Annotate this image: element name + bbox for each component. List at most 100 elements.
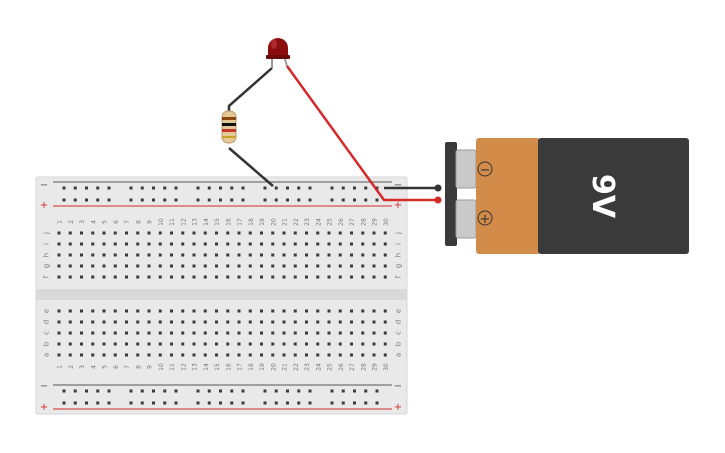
terminal-hole[interactable]	[338, 242, 342, 246]
terminal-hole[interactable]	[282, 253, 286, 257]
bottom-rail-minus-hole[interactable]	[196, 389, 200, 393]
terminal-hole[interactable]	[372, 331, 376, 335]
terminal-hole[interactable]	[102, 231, 106, 235]
top-rail-plus-hole[interactable]	[341, 198, 345, 202]
terminal-hole[interactable]	[282, 231, 286, 235]
terminal-hole[interactable]	[350, 320, 353, 324]
terminal-hole[interactable]	[192, 342, 196, 346]
bottom-rail-plus-hole[interactable]	[62, 401, 66, 405]
terminal-hole[interactable]	[338, 253, 342, 257]
bottom-rail-minus-hole[interactable]	[140, 389, 144, 393]
terminal-hole[interactable]	[305, 353, 308, 357]
bottom-rail-minus-hole[interactable]	[297, 389, 301, 393]
terminal-hole[interactable]	[237, 275, 241, 279]
terminal-hole[interactable]	[316, 231, 320, 235]
terminal-hole[interactable]	[260, 253, 263, 257]
terminal-hole[interactable]	[57, 353, 61, 357]
bottom-rail-plus-hole[interactable]	[263, 401, 267, 405]
bottom-rail-minus-hole[interactable]	[85, 389, 88, 393]
terminal-hole[interactable]	[293, 342, 297, 346]
terminal-hole[interactable]	[293, 264, 297, 268]
bottom-rail-plus-hole[interactable]	[96, 401, 100, 405]
terminal-hole[interactable]	[136, 309, 140, 313]
terminal-hole[interactable]	[327, 320, 331, 324]
terminal-hole[interactable]	[170, 342, 173, 346]
terminal-hole[interactable]	[271, 353, 275, 357]
terminal-hole[interactable]	[338, 231, 342, 235]
terminal-hole[interactable]	[136, 231, 140, 235]
terminal-hole[interactable]	[102, 309, 106, 313]
terminal-hole[interactable]	[327, 253, 331, 257]
terminal-hole[interactable]	[271, 331, 275, 335]
terminal-hole[interactable]	[215, 275, 218, 279]
terminal-hole[interactable]	[91, 264, 95, 268]
terminal-hole[interactable]	[260, 320, 263, 324]
terminal-hole[interactable]	[125, 242, 128, 246]
terminal-hole[interactable]	[80, 264, 83, 268]
terminal-hole[interactable]	[260, 275, 263, 279]
bottom-rail-minus-hole[interactable]	[163, 389, 167, 393]
terminal-hole[interactable]	[260, 231, 263, 235]
bottom-rail-plus-hole[interactable]	[330, 401, 334, 405]
terminal-hole[interactable]	[282, 242, 286, 246]
terminal-hole[interactable]	[136, 331, 140, 335]
terminal-hole[interactable]	[327, 342, 331, 346]
bottom-rail-minus-hole[interactable]	[207, 389, 211, 393]
bottom-rail-minus-hole[interactable]	[353, 389, 356, 393]
terminal-hole[interactable]	[68, 242, 72, 246]
terminal-hole[interactable]	[170, 320, 173, 324]
top-rail-minus-hole[interactable]	[263, 186, 267, 190]
terminal-hole[interactable]	[271, 231, 275, 235]
terminal-hole[interactable]	[260, 309, 263, 313]
terminal-hole[interactable]	[136, 353, 140, 357]
terminal-hole[interactable]	[113, 275, 117, 279]
terminal-hole[interactable]	[248, 320, 252, 324]
terminal-hole[interactable]	[147, 275, 151, 279]
wire-resistor-to-breadboard[interactable]	[228, 147, 274, 187]
terminal-hole[interactable]	[136, 275, 140, 279]
terminal-hole[interactable]	[361, 353, 365, 357]
terminal-hole[interactable]	[226, 320, 230, 324]
terminal-hole[interactable]	[350, 353, 353, 357]
top-rail-minus-hole[interactable]	[129, 186, 133, 190]
bottom-rail-plus-hole[interactable]	[241, 401, 245, 405]
bottom-rail-plus-hole[interactable]	[219, 401, 222, 405]
top-rail-minus-hole[interactable]	[73, 186, 77, 190]
terminal-hole[interactable]	[316, 264, 320, 268]
terminal-hole[interactable]	[271, 275, 275, 279]
terminal-hole[interactable]	[181, 242, 185, 246]
bottom-rail-minus-hole[interactable]	[263, 389, 267, 393]
terminal-hole[interactable]	[361, 342, 365, 346]
terminal-hole[interactable]	[383, 275, 387, 279]
terminal-hole[interactable]	[248, 331, 252, 335]
terminal-hole[interactable]	[316, 242, 320, 246]
terminal-hole[interactable]	[327, 231, 331, 235]
terminal-hole[interactable]	[158, 253, 162, 257]
terminal-hole[interactable]	[158, 309, 162, 313]
terminal-hole[interactable]	[91, 275, 95, 279]
terminal-hole[interactable]	[147, 342, 151, 346]
terminal-hole[interactable]	[293, 253, 297, 257]
terminal-hole[interactable]	[102, 342, 106, 346]
terminal-hole[interactable]	[80, 342, 83, 346]
terminal-hole[interactable]	[248, 275, 252, 279]
top-rail-minus-hole[interactable]	[274, 186, 278, 190]
terminal-hole[interactable]	[192, 264, 196, 268]
terminal-hole[interactable]	[57, 231, 61, 235]
terminal-hole[interactable]	[327, 353, 331, 357]
terminal-hole[interactable]	[226, 231, 230, 235]
terminal-hole[interactable]	[372, 320, 376, 324]
bottom-rail-plus-hole[interactable]	[308, 401, 312, 405]
terminal-hole[interactable]	[102, 353, 106, 357]
terminal-hole[interactable]	[237, 242, 241, 246]
terminal-hole[interactable]	[293, 331, 297, 335]
terminal-hole[interactable]	[57, 242, 61, 246]
top-rail-minus-hole[interactable]	[330, 186, 334, 190]
bottom-rail-plus-hole[interactable]	[297, 401, 301, 405]
terminal-hole[interactable]	[248, 264, 252, 268]
top-rail-minus-hole[interactable]	[163, 186, 167, 190]
terminal-hole[interactable]	[327, 275, 331, 279]
top-rail-minus-hole[interactable]	[152, 186, 155, 190]
bottom-rail-plus-hole[interactable]	[286, 401, 289, 405]
terminal-hole[interactable]	[237, 320, 241, 324]
